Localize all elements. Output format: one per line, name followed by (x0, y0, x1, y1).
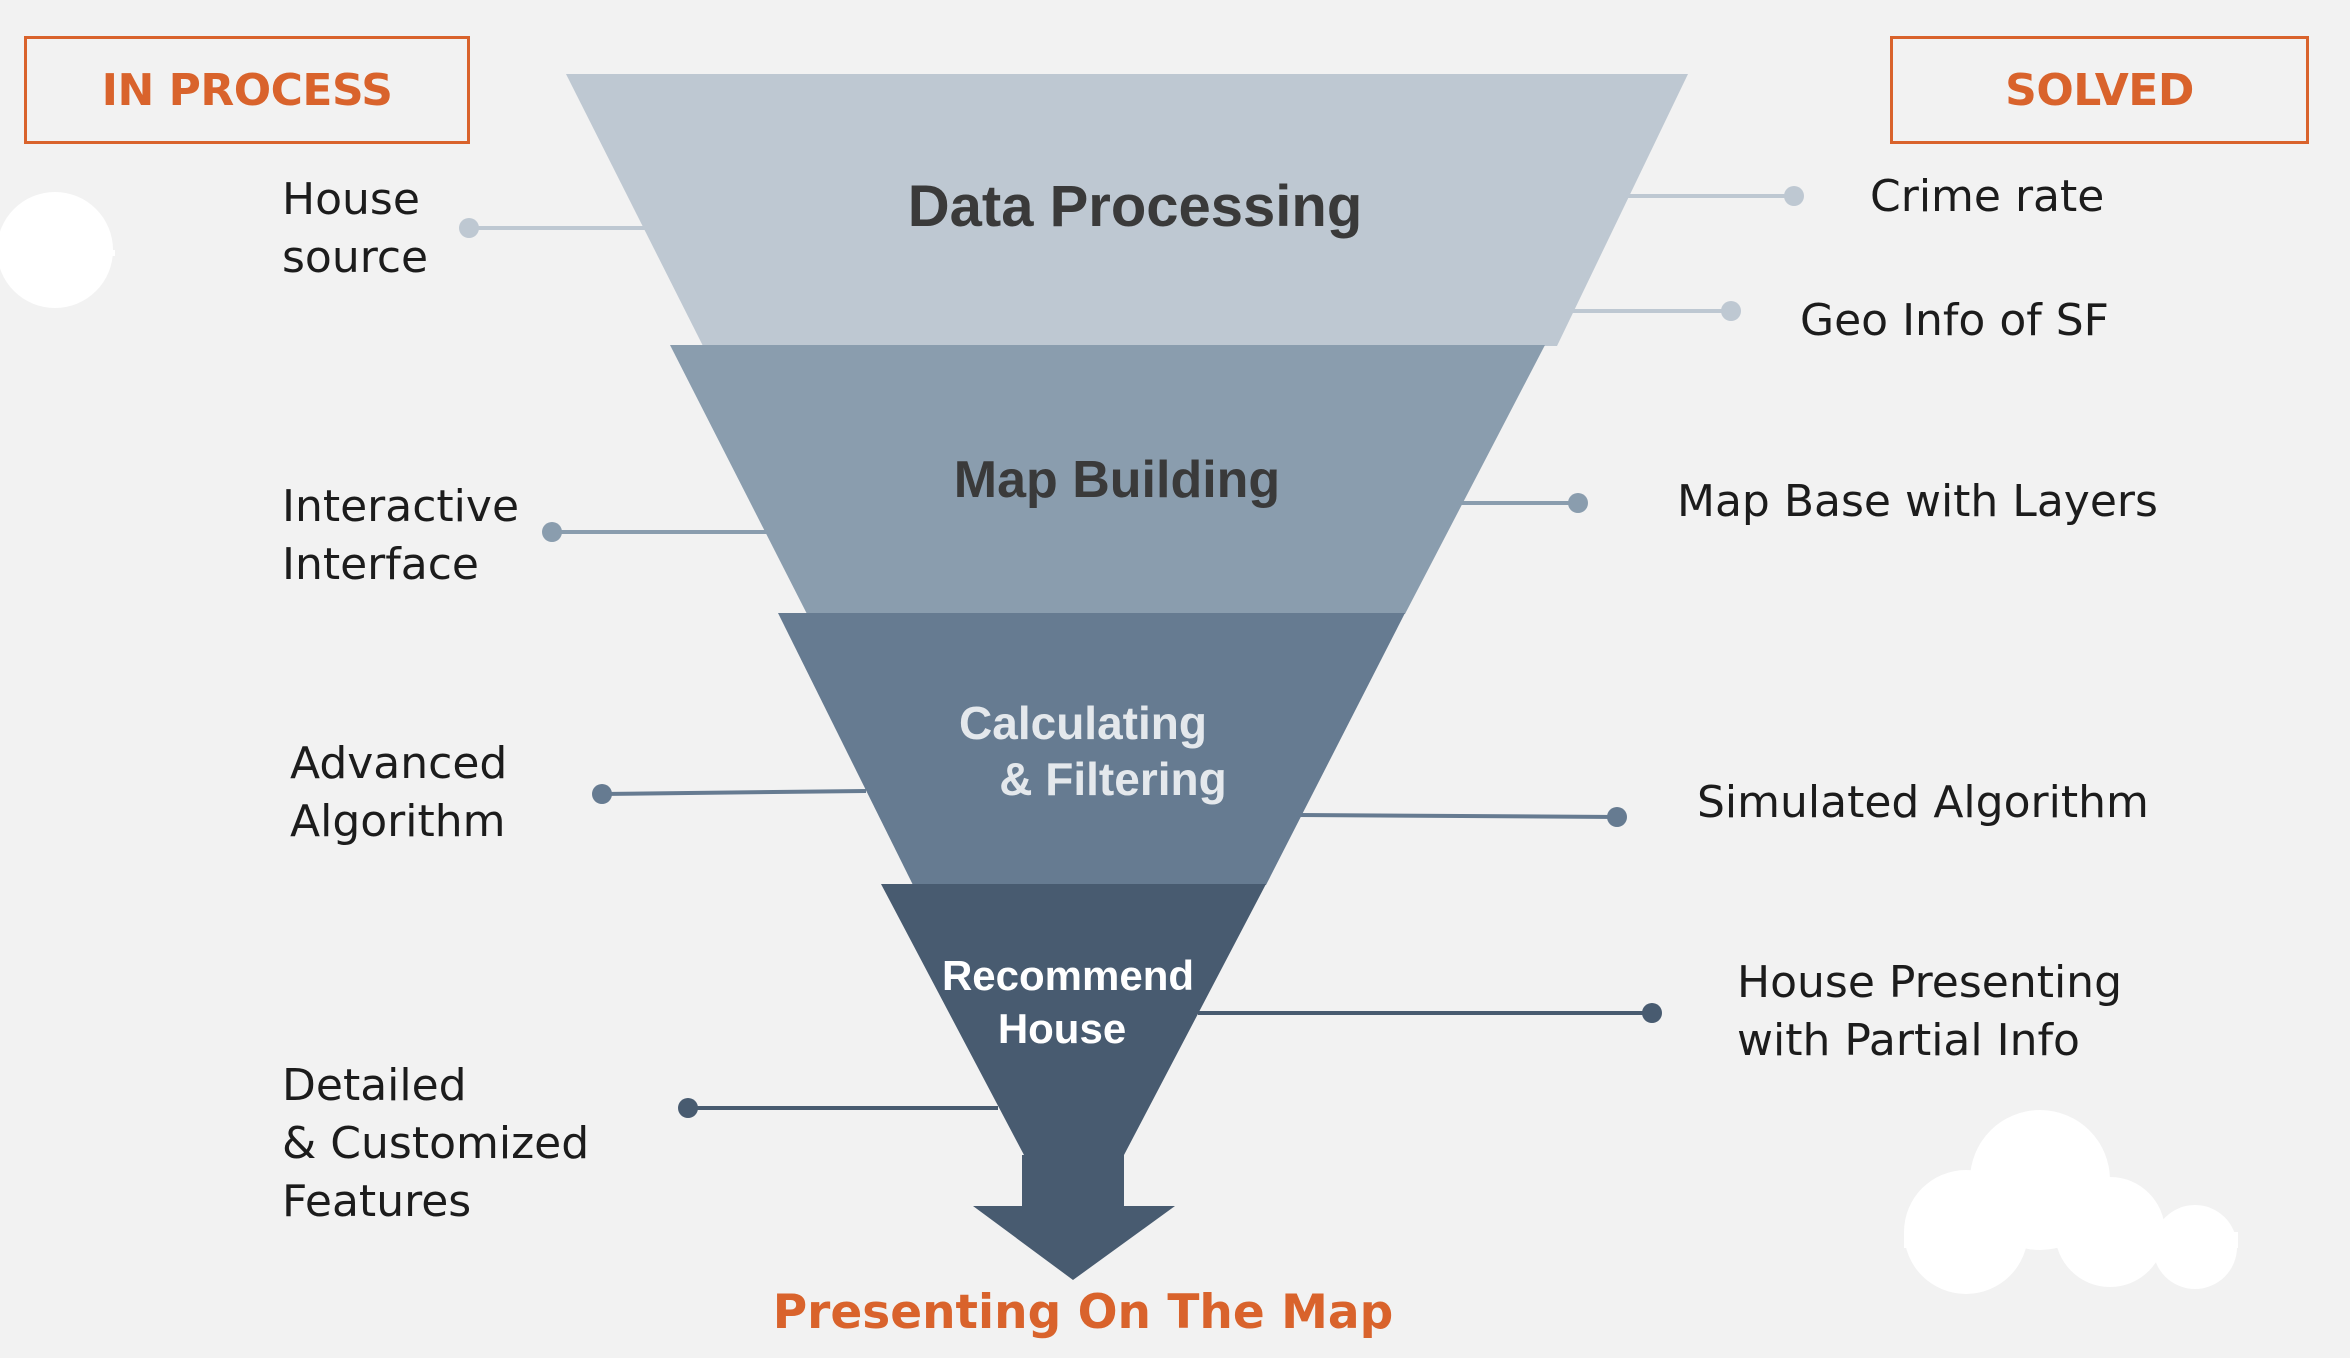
solved-badge-label: SOLVED (2005, 64, 2194, 116)
solved-item-map-base: Map Base with Layers (1677, 476, 2158, 527)
solved-item-crime-rate: Crime rate (1870, 171, 2105, 222)
solved-item-simulated-algorithm: Simulated Algorithm (1697, 777, 2149, 828)
stage-map-building (670, 345, 1545, 614)
solved-connectors (1198, 186, 1804, 1023)
solved-badge: SOLVED (1890, 36, 2309, 144)
cloud-right-icon (1904, 1110, 2238, 1294)
in-process-item-detailed-features: Detailed & Customized Features (282, 1060, 590, 1227)
stage-title-house: House (998, 1005, 1126, 1052)
stage-title-recommend: Recommend (942, 952, 1194, 999)
in-process-item-advanced-algorithm: Advanced Algorithm (290, 738, 508, 847)
in-process-item-house-source: House source (282, 174, 429, 283)
stage-title-calculating: Calculating (959, 697, 1207, 749)
in-process-item-interactive-interface: Interactive Interface (282, 481, 520, 590)
in-process-badge: IN PROCESS (24, 36, 470, 144)
cloud-left-icon (0, 192, 115, 308)
in-process-badge-label: IN PROCESS (101, 64, 393, 116)
in-process-connectors (459, 218, 998, 1118)
stage-data-processing (566, 74, 1688, 346)
stage-recommend-house (881, 884, 1266, 1280)
solved-item-geo-info: Geo Info of SF (1800, 295, 2109, 346)
solved-item-house-presenting: House Presenting with Partial Info (1737, 957, 2122, 1066)
output-label: Presenting On The Map (772, 1285, 1394, 1340)
stage-calculating-filtering (778, 613, 1405, 885)
stage-title-filtering: & Filtering (999, 753, 1226, 805)
stage-title-map-building: Map Building (954, 451, 1280, 509)
stage-title-data-processing: Data Processing (908, 174, 1363, 239)
